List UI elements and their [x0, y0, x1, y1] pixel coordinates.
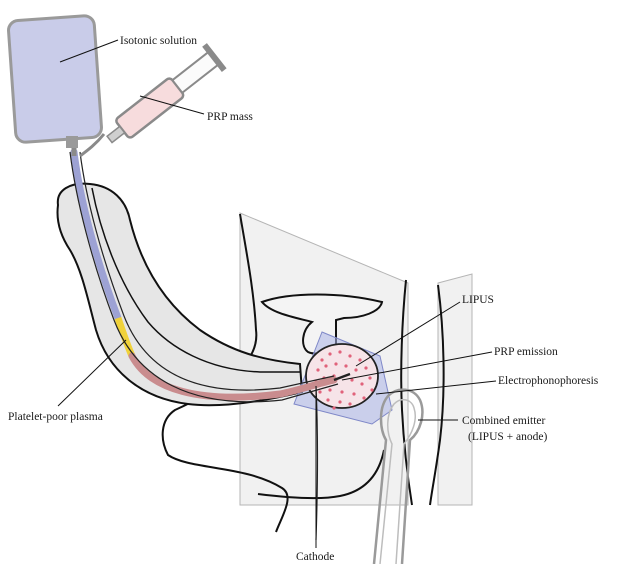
label-cathode: Cathode — [296, 551, 334, 563]
label-combined-emitter: Combined emitter — [462, 415, 546, 427]
isotonic-bag — [8, 15, 102, 143]
label-lipus: LIPUS — [462, 294, 494, 306]
label-combined-emitter-sub: (LIPUS + anode) — [468, 431, 547, 443]
label-isotonic-solution: Isotonic solution — [120, 35, 197, 47]
label-electrophonophoresis: Electrophonophoresis — [498, 375, 599, 387]
leader-platelet-poor — [58, 340, 126, 406]
syringe — [100, 43, 227, 152]
label-prp-emission: PRP emission — [494, 346, 558, 358]
label-platelet-poor-plasma: Platelet-poor plasma — [8, 411, 103, 423]
isotonic-bag-neck — [66, 136, 78, 148]
label-prp-mass: PRP mass — [207, 111, 253, 123]
